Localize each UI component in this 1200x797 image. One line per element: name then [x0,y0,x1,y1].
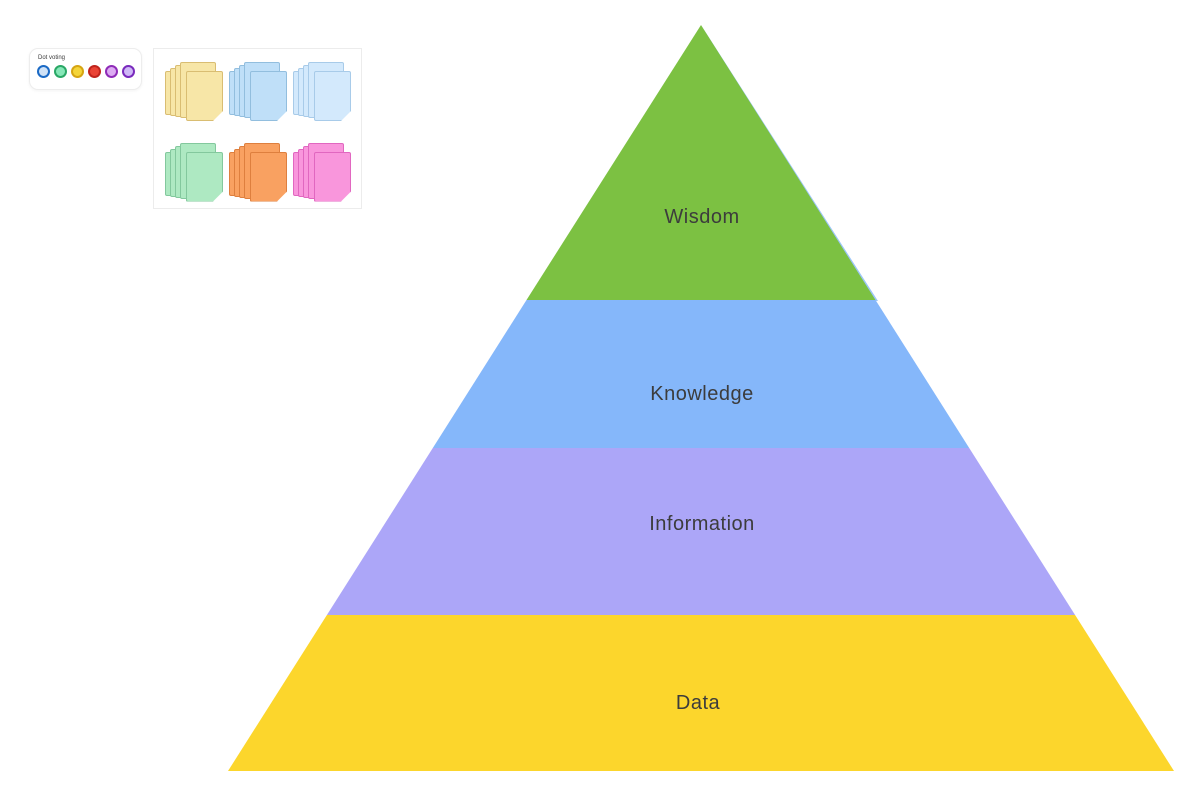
pyramid-edge-highlight-shape [701,25,878,301]
pyramid-level-wisdom[interactable] [526,25,876,300]
vote-dot-blue[interactable] [37,65,50,78]
dot-voting-dot-row [37,65,141,78]
pyramid-level-knowledge[interactable] [432,300,970,448]
sticky-note-front [186,152,223,202]
sticky-note-front [314,71,351,121]
sticky-stack-yellow[interactable] [165,59,223,123]
vote-dot-red[interactable] [88,65,101,78]
pyramid-label-wisdom: Wisdom [664,206,739,228]
sticky-stack-orange[interactable] [229,140,287,204]
pyramid-label-data: Data [676,692,721,714]
vote-dot-yellow[interactable] [71,65,84,78]
pyramid-level-data[interactable] [228,615,1174,771]
dot-voting-widget[interactable]: Dot voting [29,48,142,90]
pyramid-level-information[interactable] [326,448,1076,615]
sticky-note-palette[interactable] [153,48,362,209]
dot-voting-title: Dot voting [38,55,66,61]
sticky-note-front [250,71,287,121]
pyramid-label-information: Information [649,513,755,535]
sticky-stack-blue[interactable] [229,59,287,123]
sticky-stack-pink[interactable] [293,140,351,204]
sticky-stack-light-blue[interactable] [293,59,351,123]
vote-dot-purple[interactable] [105,65,118,78]
sticky-note-front [250,152,287,202]
pyramid-label-knowledge: Knowledge [650,383,753,405]
vote-dot-green[interactable] [54,65,67,78]
sticky-stack-green[interactable] [165,140,223,204]
sticky-note-front [314,152,351,202]
vote-dot-violet[interactable] [122,65,135,78]
sticky-note-front [186,71,223,121]
